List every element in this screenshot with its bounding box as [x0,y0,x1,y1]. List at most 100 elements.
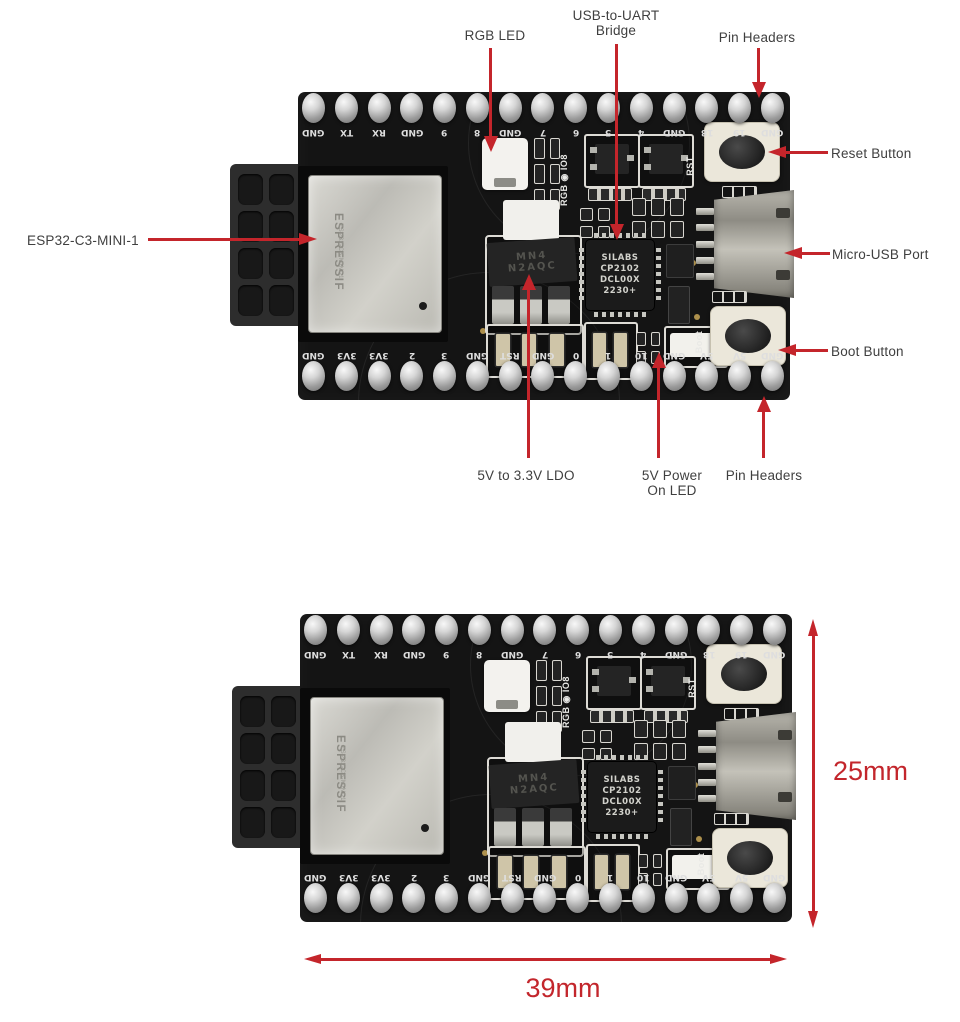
pin-bump [465,361,489,391]
pad [670,198,684,216]
rgb-io8-silkscreen: RGB ◉ IO8 [559,154,569,206]
header-pin: 2 [398,347,425,391]
ldo-arrowhead [522,274,536,290]
pad-strip [590,710,634,723]
header-pin: 5 [595,93,622,137]
pad [582,730,595,743]
pin-bump [433,361,457,391]
antenna-slot [238,174,263,205]
pin-label: 6 [574,649,581,659]
pin-label: 1 [607,872,614,882]
pad [582,747,595,760]
pin-label: 5V [700,350,714,360]
chip-marking-line1: SILABS [601,253,639,263]
header-pin: 0 [562,347,589,391]
header-pin: 19 [728,615,755,659]
pin-label: 3 [441,350,448,360]
pad [653,720,667,738]
rgb-led [484,660,530,712]
chip-marking-line3: DCL00X [599,275,641,285]
header-pin: 0 [564,869,591,913]
pin-bump [533,883,557,913]
antenna-slot [271,770,296,801]
header-pin: 3V3 [368,869,395,913]
antenna-slot [271,696,296,727]
pad-cluster [634,720,686,760]
header-pin: 4 [630,615,657,659]
pad [651,198,665,216]
pin-label: 18 [700,127,714,137]
header-pin: 9 [431,93,458,137]
ldo-leg [494,808,516,846]
antenna-slot [271,807,296,838]
micro-usb-arrow-line [802,252,830,255]
pad [672,720,686,738]
pin-bump [369,883,393,913]
pin-label: 5V [735,872,749,882]
usb-notch [778,730,792,740]
antenna-slot [269,211,294,242]
pin-bump [697,883,721,913]
pin-label: 5V [702,872,716,882]
capacitor [498,856,512,888]
micro-usb-arrowhead [784,247,802,259]
header-pin: GND [464,347,491,391]
ldo-marking-line2: N2AQC [507,260,558,275]
rst-silkscreen: RST [687,678,697,698]
chip-marking-line3: DCL00X [601,797,643,807]
capacitor [552,856,566,888]
power-led-arrow-line [657,368,660,458]
micro-usb-port [714,190,794,298]
header-pin: 3 [431,347,458,391]
transistor [666,244,694,278]
pin-bump [334,93,358,123]
chip-pins [658,770,663,824]
pin-bump [336,883,360,913]
pin-label: GND [468,872,491,882]
header-pin: 8 [464,93,491,137]
pad [551,685,562,707]
pin-bump [369,615,393,645]
pin-label: RST [502,872,522,882]
pin-label: 0 [574,872,581,882]
chip-marking-line2: CP2102 [600,264,640,274]
esp32-c3-mini-1-module: ESPRESSIF ESP32-C3-MINI-1 [300,688,450,864]
ldo-marking-line2: N2AQC [509,782,560,797]
pin-label: TX [341,649,355,659]
header-pin: RX [368,615,395,659]
pin-bump [467,615,491,645]
ldo-leg [520,286,542,324]
silkscreen-mark [714,813,749,825]
pin-label: RST [500,350,520,360]
header-pin: 5V [693,347,720,391]
pin-bump [599,615,623,645]
usb-notch [778,792,792,802]
rgb-led-arrow-line [489,48,492,136]
pin-label: 6 [572,127,579,137]
annotated-board-view: ESPRESSIF ESP32-C3-MINI-1 RGB ◉ IO8 [228,32,798,534]
pin-bump [533,615,557,645]
usb-uart-arrow-line [615,44,618,224]
transistor [646,666,690,696]
pad [534,138,545,159]
header-pin: GND [300,93,327,137]
pin-label: 7 [541,649,549,659]
pad [651,220,665,238]
ldo-arrow-line [527,290,530,458]
chip-pins [579,248,584,302]
pin-label: 4 [638,127,645,137]
pin-label: GND [533,872,557,882]
usb-connector-leads [696,208,714,280]
pin-bump [531,361,555,391]
antenna-slot [269,285,294,316]
pad [652,854,662,868]
module-model-text: ESP32-C3-MINI-1 [339,745,345,801]
capacitor [595,855,608,889]
power-led-label-line1: 5V Power [641,468,703,483]
pin-bump [467,883,491,913]
chip-marking-line1: SILABS [603,775,641,785]
pin-bump [629,361,653,391]
module-rf-shield: ESPRESSIF ESP32-C3-MINI-1 [310,697,444,855]
usb-notch [776,270,790,280]
